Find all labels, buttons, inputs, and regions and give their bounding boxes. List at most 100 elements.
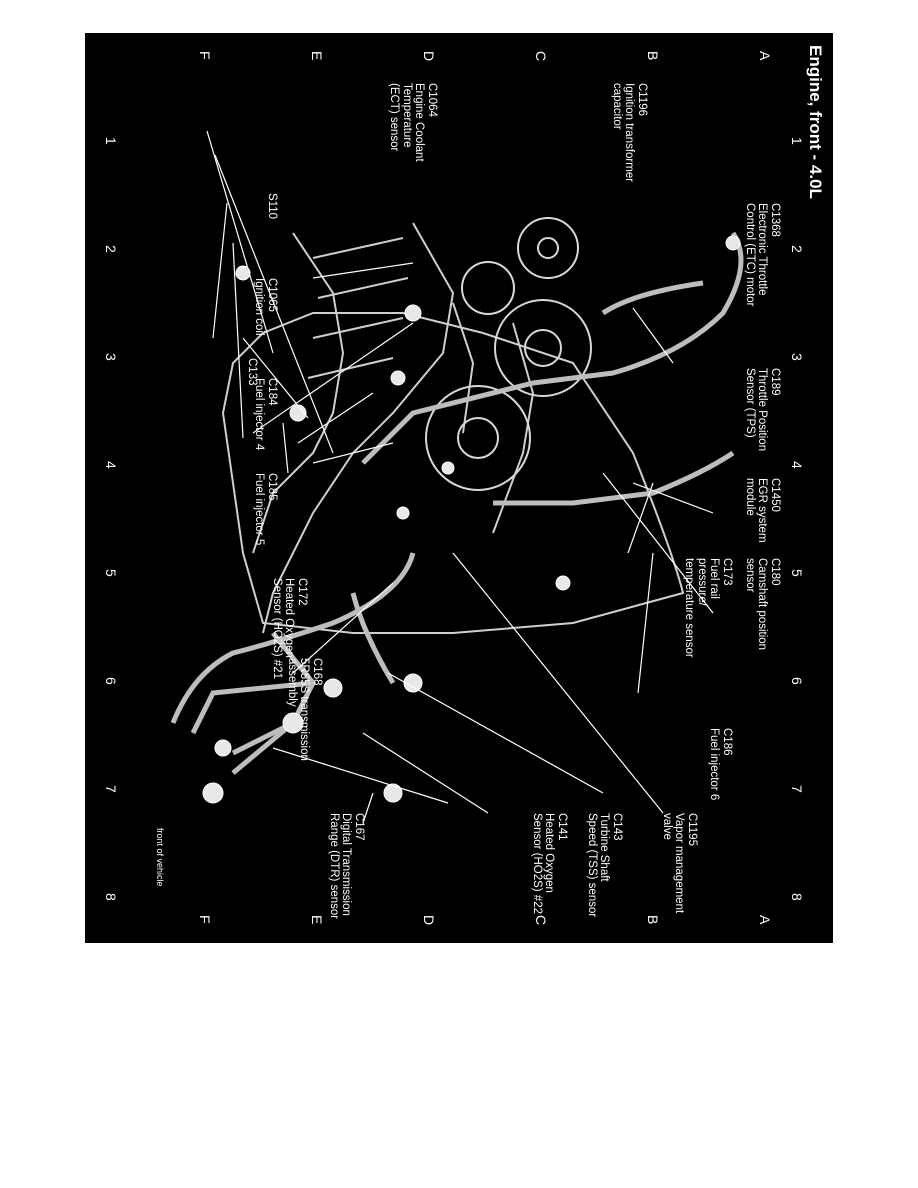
row-letter-left: F <box>197 51 213 60</box>
callout-c141: C141 Heated Oxygen Sensor (HO2S) #22 <box>531 813 568 914</box>
connector-blobs <box>202 235 741 804</box>
callout-text: Vapor management <box>673 813 686 914</box>
column-number-top: 4 <box>789 461 805 469</box>
callout-text: Range (DTR) sensor <box>328 813 340 920</box>
callout-id: C168 <box>311 658 323 686</box>
callout-c184: C184 Fuel injector 4 <box>253 378 279 451</box>
callout-text: Fuel injector 4 <box>253 378 266 451</box>
callout-id: C180 <box>769 558 781 586</box>
callout-text: Sensor (HO2S) #21 <box>271 578 283 679</box>
callout-text: Fuel injector 5 <box>253 473 266 546</box>
callout-id: C1064 <box>426 83 438 117</box>
row-letter-right: E <box>309 915 325 925</box>
callout-id: C173 <box>721 558 733 586</box>
callout-text: Throttle Position <box>756 368 769 452</box>
callout-id: C1450 <box>769 478 781 512</box>
callout-text: Ignition coil <box>253 278 266 336</box>
callout-text: Turbine Shaft <box>598 813 611 882</box>
callout-id: S110 <box>266 193 278 220</box>
callout-id: C189 <box>769 368 781 396</box>
row-letter-left: E <box>309 51 325 61</box>
callout-text: (ECT) sensor <box>388 83 401 152</box>
column-number-top: 5 <box>789 569 805 577</box>
column-number-top: 2 <box>789 245 805 253</box>
callout-s110: S110 <box>266 193 278 220</box>
diagram-panel: Engine, front - 4.0L 1 2 3 4 5 6 7 8 1 2… <box>85 33 833 943</box>
callout-text: Electronic Throttle <box>756 203 769 296</box>
column-number-bottom: 7 <box>103 785 119 793</box>
callout-id: C141 <box>556 813 568 841</box>
callout-c1065: C1065 Ignition coil <box>253 278 279 336</box>
row-letter-left: D <box>421 51 437 62</box>
callout-text: Sensor (HO2S) #22 <box>531 813 543 914</box>
callout-id: C167 <box>353 813 365 841</box>
callout-text: EGR system <box>756 478 769 543</box>
callout-c189: C189 Throttle Position Sensor (TPS) <box>744 368 781 452</box>
engine-illustration <box>170 130 744 824</box>
column-number-bottom: 8 <box>103 893 119 901</box>
callout-c186: C186 Fuel injector 6 <box>708 728 734 801</box>
diagram-title: Engine, front - 4.0L <box>806 45 825 199</box>
column-number-top: 1 <box>789 137 805 145</box>
callout-c1196: C1196 Ignition transformer capacitor <box>611 83 648 183</box>
row-letter-left: A <box>757 51 773 61</box>
callout-c1195: C1195 Vapor management valve <box>661 813 698 914</box>
callout-c143: C143 Turbine Shaft Speed (TSS) sensor <box>586 813 623 918</box>
callout-text: Camshaft position <box>756 558 769 651</box>
callout-id: C1368 <box>769 203 781 237</box>
column-number-bottom: 2 <box>103 245 119 253</box>
callout-c1064: C1064 Engine Coolant Temperature (ECT) s… <box>388 83 439 162</box>
callout-id: C1195 <box>686 813 698 847</box>
callout-text: Fuel rail <box>708 558 721 599</box>
harness-and-hoses <box>170 231 744 775</box>
column-number-bottom: 6 <box>103 677 119 685</box>
row-letter-right: C <box>533 915 549 926</box>
row-letter-right: A <box>757 915 773 925</box>
callout-id: C1065 <box>266 278 278 312</box>
rotated-diagram: Engine, front - 4.0L 1 2 3 4 5 6 7 8 1 2… <box>85 33 833 943</box>
callout-text: module <box>744 478 756 516</box>
callout-c173: C173 Fuel rail pressure/ temperature sen… <box>683 558 734 658</box>
callout-c168: C168 5R55S transmission assembly <box>286 658 323 761</box>
callout-text: sensor <box>744 558 756 593</box>
row-letter-left: B <box>645 51 661 61</box>
callout-c1368: C1368 Electronic Throttle Control (ETC) … <box>744 203 781 307</box>
column-number-top: 7 <box>789 785 805 793</box>
column-number-bottom: 5 <box>103 569 119 577</box>
callout-id: C143 <box>611 813 623 841</box>
callout-text: Ignition transformer <box>623 83 636 183</box>
callout-text: pressure/ <box>696 558 708 606</box>
callout-text: Engine Coolant <box>413 83 426 162</box>
callout-c1450: C1450 EGR system module <box>744 478 781 543</box>
column-number-bottom: 1 <box>103 137 119 145</box>
front-of-vehicle-note: front of vehicle <box>155 828 165 887</box>
callout-text: valve <box>661 813 673 840</box>
callout-text: assembly <box>286 658 298 707</box>
callout-id: C1196 <box>636 83 648 117</box>
callout-text: Control (ETC) motor <box>744 203 756 307</box>
row-letter-right: B <box>645 915 661 925</box>
row-letter-right: F <box>197 915 213 924</box>
column-number-top: 6 <box>789 677 805 685</box>
row-letter-right: D <box>421 915 437 926</box>
callout-text: temperature sensor <box>683 558 696 658</box>
column-number-top: 8 <box>789 893 805 901</box>
callout-text: Temperature <box>401 83 413 148</box>
callout-text: Speed (TSS) sensor <box>586 813 598 918</box>
row-letter-left: C <box>533 51 549 62</box>
callout-c185: C185 Fuel injector 5 <box>253 473 279 546</box>
pulleys <box>425 217 592 491</box>
callout-id: C184 <box>266 378 278 406</box>
callout-text: Heated Oxygen <box>543 813 556 893</box>
callout-c180: C180 Camshaft position sensor <box>744 558 781 651</box>
callout-text: capacitor <box>611 83 623 130</box>
callout-text: 5R55S transmission <box>298 658 311 761</box>
callout-c167: C167 Digital Transmission Range (DTR) se… <box>328 813 365 920</box>
column-number-top: 3 <box>789 353 805 361</box>
callout-text: Fuel injector 6 <box>708 728 721 801</box>
callout-id: C185 <box>266 473 278 501</box>
column-number-bottom: 3 <box>103 353 119 361</box>
engine-body <box>221 222 685 634</box>
column-number-bottom: 4 <box>103 461 119 469</box>
leader-lines <box>206 130 714 824</box>
